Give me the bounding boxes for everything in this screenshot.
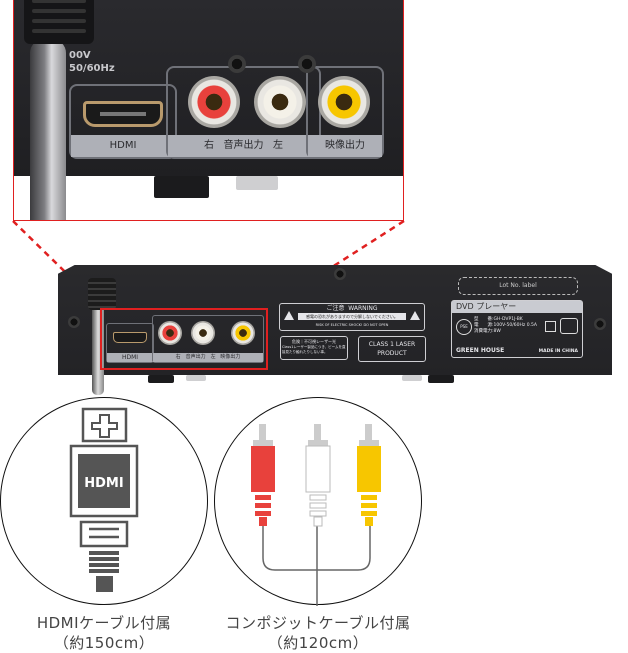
pse-mark-icon: PSE	[456, 319, 472, 335]
double-insulation-icon	[545, 321, 556, 332]
audio-right-jack-red	[158, 321, 182, 345]
device-foot	[154, 176, 209, 198]
hdmi-cable-caption: HDMIケーブル付属 （約150cm）	[36, 614, 172, 652]
hdmi-label-small: HDMI	[107, 353, 153, 362]
av-port-group-small: 右 音声出力 左 映像出力	[152, 315, 264, 363]
screw-icon	[228, 55, 246, 73]
audio-left-jack-white	[191, 321, 215, 345]
video-output-group: 映像出力	[306, 66, 384, 159]
voltage-text: 00V 50/60Hz	[69, 50, 115, 74]
video-jack-yellow	[231, 321, 255, 345]
hdmi-cable-accessory: HDMI	[0, 397, 208, 605]
lot-number-label: Lot No. label	[458, 277, 578, 295]
device-foot	[428, 375, 454, 383]
origin-text: MADE IN CHINA	[538, 349, 578, 354]
screw-icon	[334, 268, 346, 280]
device-foot	[236, 176, 278, 190]
hdmi-port	[113, 332, 147, 343]
highlight-box	[100, 308, 268, 370]
device-foot	[186, 375, 206, 381]
video-output-label: 映像出力	[308, 135, 382, 157]
warning-triangle-icon	[410, 311, 420, 320]
av-label-small: 右 音声出力 左 映像出力	[153, 353, 263, 362]
hdmi-port-group-small: HDMI	[106, 323, 154, 363]
composite-cable-accessory	[214, 397, 422, 606]
screw-icon	[68, 316, 80, 328]
audio-left-jack-white	[254, 76, 306, 128]
laser-caution-label: 危険｜不可視レーザー光 Class1レーザー製品につき、ビームを直接見たり触れた…	[280, 336, 348, 360]
hdmi-port	[83, 101, 163, 127]
power-cable	[30, 39, 66, 220]
device-foot	[402, 375, 422, 381]
screw-icon	[594, 318, 606, 330]
composite-cable-caption: コンポジットケーブル付属 （約120cm）	[225, 614, 411, 652]
audio-right-jack-red	[188, 76, 240, 128]
rating-plate: DVD プレーヤー PSE 型 番:GH-DVP1J-BK 電 源:100V-5…	[451, 300, 583, 358]
product-name: DVD プレーヤー	[452, 301, 582, 313]
warning-label: ご注意 WARNING 感電の恐れがありますので分解しないでください。 RISK…	[279, 303, 425, 331]
composite-cable-icon	[251, 424, 381, 606]
svg-text:HDMI: HDMI	[84, 476, 123, 491]
hdmi-cable-icon: HDMI	[69, 407, 139, 592]
warning-triangle-icon	[284, 311, 294, 320]
hdmi-port-group: HDMI	[69, 84, 177, 159]
device-foot	[148, 375, 174, 383]
globe-mark-icon	[560, 318, 578, 334]
screw-icon	[298, 55, 316, 73]
laser-class-label: CLASS 1 LASER PRODUCT	[358, 336, 426, 362]
brand-name: GREEN HOUSE	[456, 347, 505, 354]
zoomed-port-inset: 00V 50/60Hz HDMI 右 音声出力 左 映像出力	[13, 0, 404, 221]
hdmi-port-label: HDMI	[71, 135, 175, 157]
power-cable-strain-relief	[88, 278, 116, 310]
power-cable-strain-relief	[24, 0, 94, 44]
video-jack-yellow	[318, 76, 370, 128]
audio-output-label: 右 音声出力 左	[168, 135, 319, 157]
